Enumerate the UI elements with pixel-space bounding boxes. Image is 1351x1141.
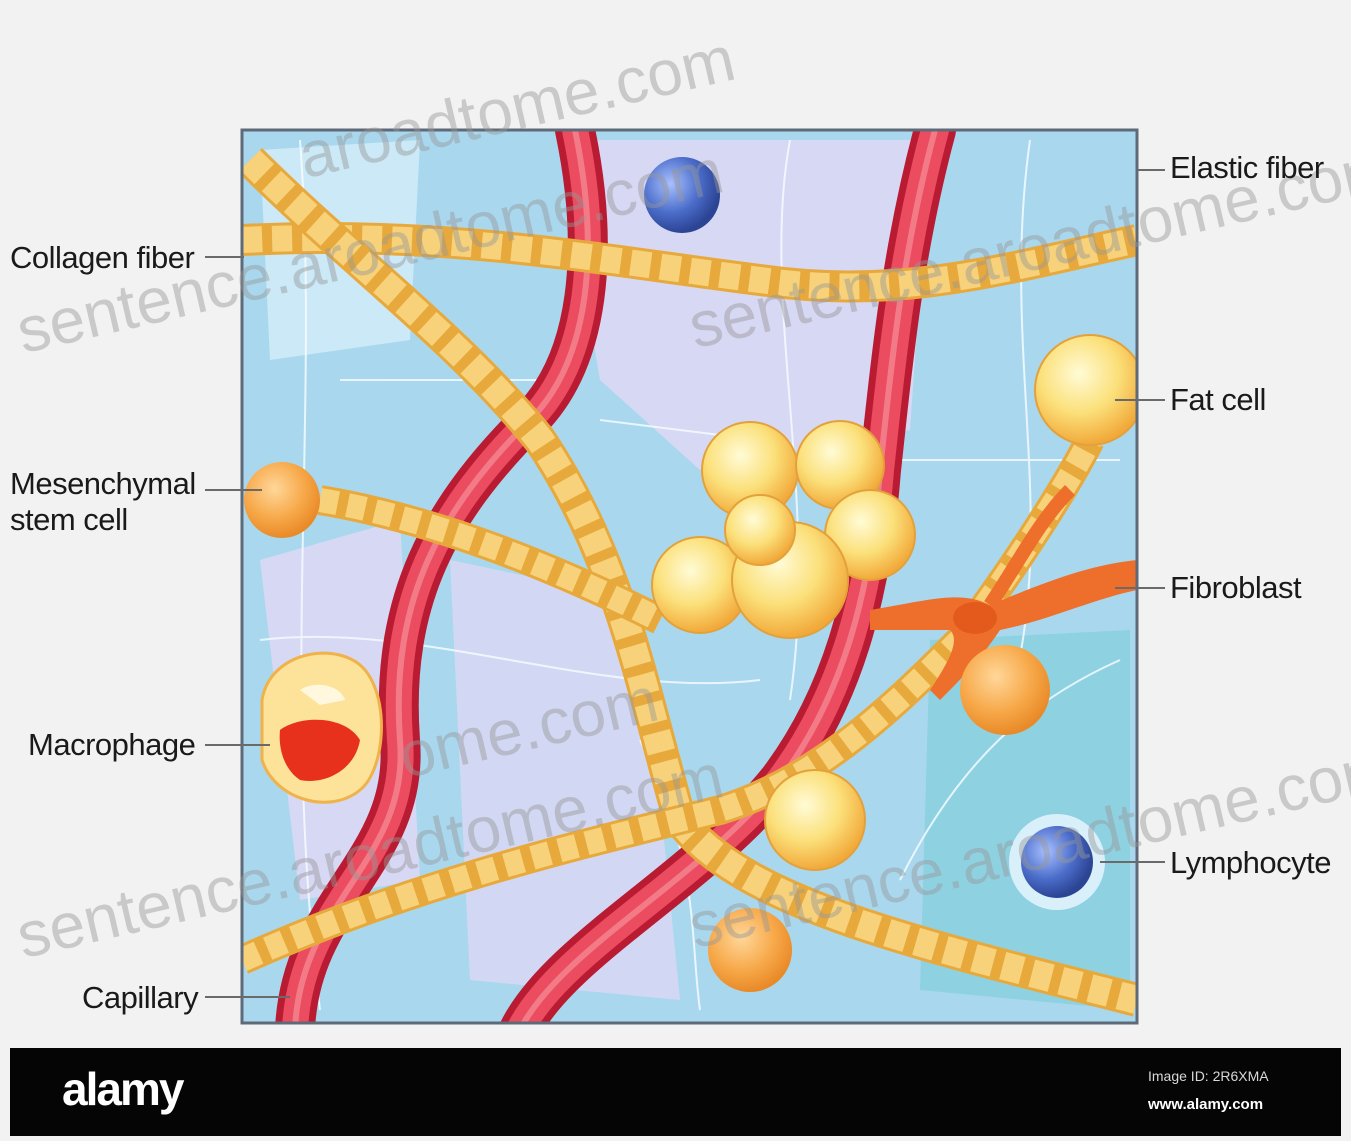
label-elastic-fiber: Elastic fiber xyxy=(1170,150,1324,186)
label-fat-cell: Fat cell xyxy=(1170,382,1266,418)
orange-cell xyxy=(960,645,1050,735)
site-url-text: www.alamy.com xyxy=(1148,1096,1263,1113)
lymphocyte-cell xyxy=(644,157,720,233)
label-fibroblast: Fibroblast xyxy=(1170,570,1301,606)
orange-cell xyxy=(708,908,792,992)
label-mesenchymal-stem-cell-line1: Mesenchymal xyxy=(10,466,196,502)
label-macrophage: Macrophage xyxy=(28,727,195,763)
label-capillary: Capillary xyxy=(82,980,198,1016)
image-id-text: Image ID: 2R6XMA xyxy=(1148,1068,1269,1084)
label-lymphocyte: Lymphocyte xyxy=(1170,845,1331,881)
label-collagen-fiber: Collagen fiber xyxy=(10,240,194,276)
macrophage-cell xyxy=(262,653,381,802)
footer-bar: alamy Image ID: 2R6XMA www.alamy.com xyxy=(10,1048,1341,1136)
lymphocyte-cell xyxy=(1021,826,1093,898)
fat-cell xyxy=(765,770,865,870)
brand-logo: alamy xyxy=(62,1062,182,1116)
tissue-panel xyxy=(242,130,1145,1030)
fat-cell xyxy=(1035,335,1145,445)
mesenchymal-stem-cell xyxy=(244,462,320,538)
label-mesenchymal-stem-cell-line2: stem cell xyxy=(10,502,128,538)
